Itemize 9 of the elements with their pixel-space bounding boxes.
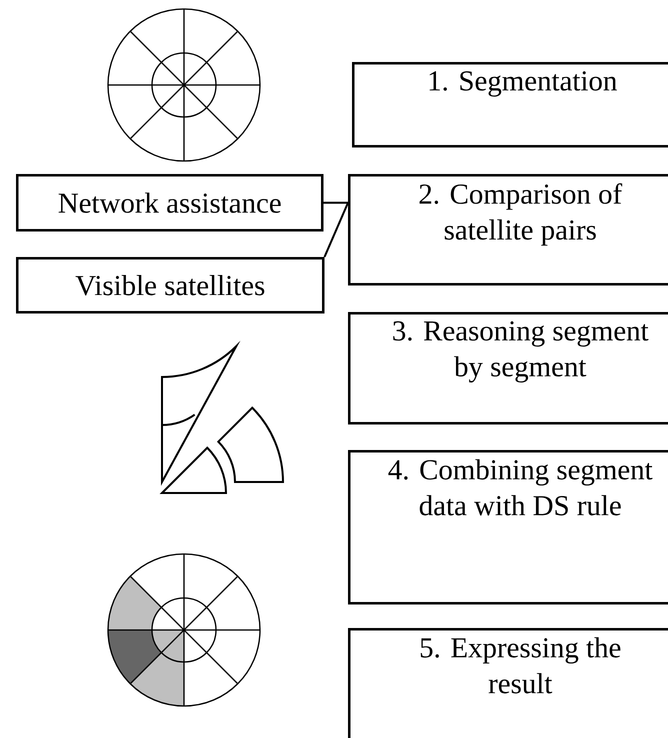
step-box: 2. Comparison of satellite pairs — [348, 174, 668, 286]
input-box: Network assistance — [16, 174, 324, 232]
input-box: Visible satellites — [16, 257, 324, 314]
step-box: 3. Reasoning segment by segment — [348, 312, 668, 424]
connector-line — [324, 202, 348, 204]
step-box: 1. Segmentation — [352, 62, 668, 148]
step-box: 4. Combining segment data with DS rule — [348, 450, 668, 604]
connector-line — [324, 202, 349, 258]
step-box: 5. Expressing the result — [348, 628, 668, 738]
